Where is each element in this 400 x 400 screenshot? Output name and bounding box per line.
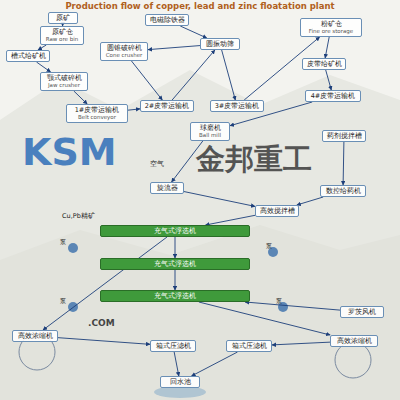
equipment-box: 原矿 xyxy=(48,12,78,24)
equipment-subtitle: Belt conveyor xyxy=(69,114,125,121)
equipment-box: 2#皮带运输机 xyxy=(140,100,194,112)
background-hills xyxy=(0,70,400,400)
equipment-box: 粉矿仓Fine ore storage xyxy=(300,18,362,37)
equipment-name: 2#皮带运输机 xyxy=(143,102,191,110)
equipment-subtitle: Cone crusher xyxy=(103,52,145,59)
flotation-cell-row: 充气式浮选机 xyxy=(100,225,250,237)
equipment-name: 高效浓缩机 xyxy=(333,337,375,345)
equipment-name: 皮带给矿机 xyxy=(305,60,343,68)
watermark-logo: KSM xyxy=(22,130,117,174)
watermark-text: 金邦重工 xyxy=(196,140,312,180)
background-hills xyxy=(0,225,400,400)
equipment-box: 球磨机Ball mill xyxy=(190,122,230,141)
flow-arrow xyxy=(58,338,150,345)
equipment-name: 颚式破碎机 xyxy=(43,74,85,82)
equipment-name: 原矿仓 xyxy=(43,28,81,36)
equipment-name: 槽式给矿机 xyxy=(9,52,47,60)
equipment-name: 箱式压滤机 xyxy=(153,342,193,350)
equipment-box: 原矿仓Raw ore bin xyxy=(40,26,84,45)
equipment-name: 充气式浮选机 xyxy=(103,260,247,268)
equipment-name: 原矿 xyxy=(51,14,75,22)
equipment-box: 数控给药机 xyxy=(320,185,366,197)
equipment-box: 圆振动筛 xyxy=(200,38,240,50)
pump-symbol xyxy=(68,243,78,253)
flow-arrow xyxy=(172,50,215,100)
equipment-box: 箱式压滤机 xyxy=(226,340,272,352)
equipment-box: 高效浓缩机 xyxy=(12,330,58,342)
flow-arrow xyxy=(128,109,140,110)
flow-arrow xyxy=(222,50,236,100)
flow-arrow xyxy=(343,142,345,185)
equipment-box: 箱式压滤机 xyxy=(150,340,196,352)
flow-arrow xyxy=(192,352,238,376)
flow-arrow xyxy=(175,237,176,258)
equipment-box: 药剂搅拌槽 xyxy=(322,130,366,142)
flow-arrow xyxy=(245,302,340,310)
flow-arrow xyxy=(74,91,87,104)
equipment-name: 电磁除铁器 xyxy=(148,16,186,24)
flow-arrow xyxy=(36,62,50,72)
diagram-title: Production flow of copper, lead and zinc… xyxy=(0,1,400,11)
equipment-box: 圆锥破碎机Cone crusher xyxy=(100,42,148,61)
pump-label: 泵 xyxy=(276,297,282,306)
flow-arrow xyxy=(272,342,330,345)
equipment-box: 电磁除铁器 xyxy=(145,14,189,26)
pump-symbol xyxy=(68,302,78,312)
equipment-box: 回水池 xyxy=(160,376,200,388)
flotation-cell-row: 充气式浮选机 xyxy=(100,290,250,302)
equipment-box: 4#皮带运输机 xyxy=(305,90,361,102)
equipment-box: 旋流器 xyxy=(150,182,184,194)
equipment-box: 高效搅拌槽 xyxy=(255,205,299,217)
equipment-name: 高效搅拌槽 xyxy=(258,207,296,215)
flow-arrow xyxy=(184,192,255,207)
flow-arrow xyxy=(43,237,167,330)
flow-arrow xyxy=(180,26,207,38)
pump-label: 泵 xyxy=(266,242,272,251)
thickener-symbol xyxy=(335,342,371,378)
pump-label: 泵 xyxy=(60,238,66,247)
equipment-box: 高效浓缩机 xyxy=(330,335,378,347)
equipment-name: 数控给药机 xyxy=(323,187,363,195)
equipment-box: 槽式给矿机 xyxy=(6,50,50,62)
equipment-name: 高效浓缩机 xyxy=(15,332,55,340)
stream-label: 空气 xyxy=(150,160,164,169)
flow-arrow xyxy=(131,61,162,100)
equipment-name: 充气式浮选机 xyxy=(103,227,247,235)
flow-arrow xyxy=(174,352,179,376)
flotation-cell-row: 充气式浮选机 xyxy=(100,258,250,270)
flow-arrow xyxy=(297,197,323,205)
equipment-name: 药剂搅拌槽 xyxy=(325,132,363,140)
stream-label: Cu,Pb精矿 xyxy=(62,212,95,221)
equipment-subtitle: Jaw crusher xyxy=(43,82,85,89)
equipment-subtitle: Ball mill xyxy=(193,132,227,139)
equipment-name: 1#皮带运输机 xyxy=(69,106,125,114)
flow-arrow xyxy=(206,215,255,225)
pump-label: 泵 xyxy=(60,297,66,306)
equipment-name: 球磨机 xyxy=(193,124,227,132)
equipment-name: 圆锥破碎机 xyxy=(103,44,145,52)
watermark-text: .COM xyxy=(88,318,115,328)
equipment-subtitle: Raw ore bin xyxy=(43,36,81,43)
equipment-name: 箱式压滤机 xyxy=(229,342,269,350)
equipment-subtitle: Fine ore storage xyxy=(303,28,359,35)
equipment-name: 旋流器 xyxy=(153,184,181,192)
equipment-box: 3#皮带运输机 xyxy=(210,100,264,112)
equipment-name: 充气式浮选机 xyxy=(103,292,247,300)
equipment-name: 罗茨风机 xyxy=(343,308,381,316)
flow-arrow xyxy=(199,302,330,335)
equipment-box: 颚式破碎机Jaw crusher xyxy=(40,72,88,91)
equipment-name: 3#皮带运输机 xyxy=(213,102,261,110)
equipment-name: 回水池 xyxy=(163,378,197,386)
equipment-box: 罗茨风机 xyxy=(340,306,384,318)
flow-arrow xyxy=(148,46,200,50)
flow-arrow xyxy=(326,70,332,90)
equipment-name: 4#皮带运输机 xyxy=(308,92,358,100)
equipment-box: 1#皮带运输机Belt conveyor xyxy=(66,104,128,123)
flow-arrow xyxy=(325,37,329,58)
equipment-name: 粉矿仓 xyxy=(303,20,359,28)
flow-arrow xyxy=(175,270,176,290)
equipment-box: 皮带给矿机 xyxy=(302,58,346,70)
equipment-name: 圆振动筛 xyxy=(203,40,237,48)
